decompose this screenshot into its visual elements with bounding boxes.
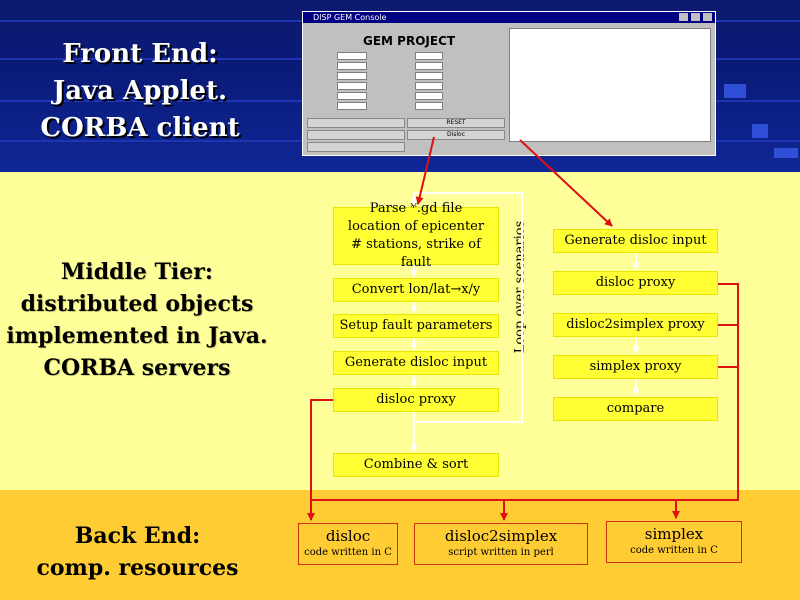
middle-tier-title: Middle Tier: distributed objects impleme…: [6, 259, 268, 381]
applet-output-area: [509, 28, 711, 142]
disloc-proxy-box-left: disloc proxy: [333, 388, 499, 412]
applet-screenshot: DISP GEM Console GEM PROJECT RESET Dislo…: [302, 11, 716, 156]
compare-box: compare: [553, 397, 718, 421]
applet-titlebar: DISP GEM Console: [303, 12, 715, 23]
simplex-backend-box: simplex code written in C: [606, 521, 742, 563]
applet-disloc-button: Disloc: [407, 130, 505, 140]
combine-sort-box: Combine & sort: [333, 453, 499, 477]
disloc2simplex-backend-box: disloc2simplex script written in perl: [414, 523, 588, 565]
disloc-proxy-box-right: disloc proxy: [553, 271, 718, 295]
applet-button: [307, 142, 405, 152]
applet-heading: GEM PROJECT: [363, 34, 456, 48]
generate-disloc-input-box-right: Generate disloc input: [553, 229, 718, 253]
setup-fault-box: Setup fault parameters: [333, 314, 499, 338]
applet-button: [307, 130, 405, 140]
disloc-backend-box: disloc code written in C: [298, 523, 398, 565]
disloc2simplex-proxy-box: disloc2simplex proxy: [553, 313, 718, 337]
applet-reset-button: RESET: [407, 118, 505, 128]
back-end-title: Back End: comp. resources: [36, 523, 239, 581]
generate-disloc-input-box: Generate disloc input: [333, 351, 499, 375]
simplex-proxy-box: simplex proxy: [553, 355, 718, 379]
convert-coords-box: Convert lon/lat→x/y: [333, 278, 499, 302]
front-end-title: Front End: Java Applet. CORBA client: [40, 39, 240, 143]
parse-gd-file-box: Parse *.gd file location of epicenter # …: [333, 201, 499, 270]
applet-button: [307, 118, 405, 128]
